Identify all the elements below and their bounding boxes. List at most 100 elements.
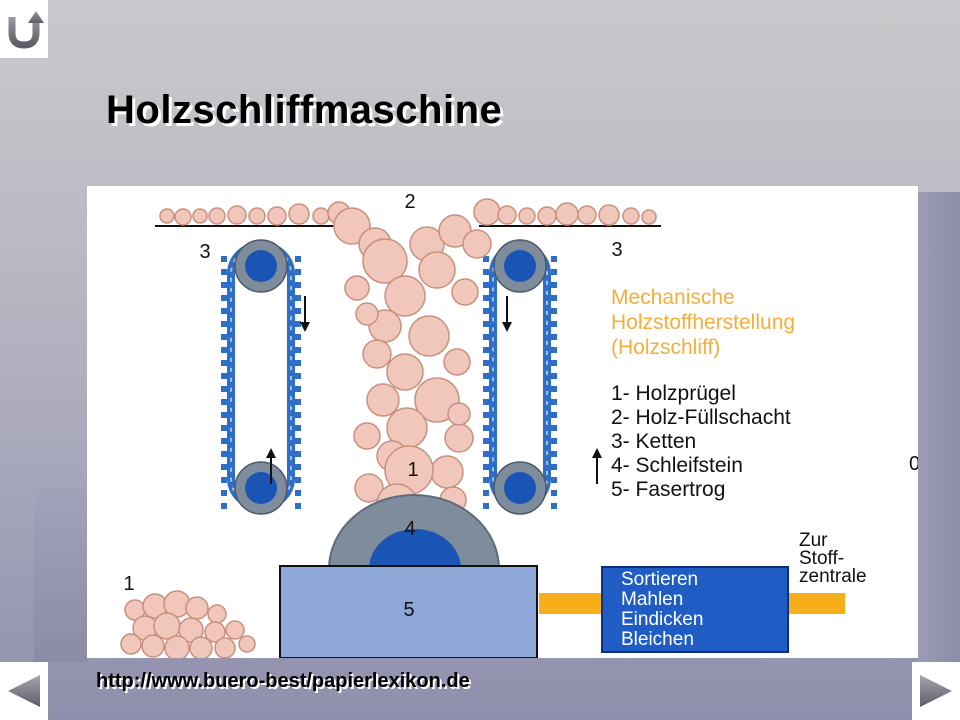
log-piece	[344, 275, 370, 301]
chain-tooth	[295, 425, 301, 431]
chain-tooth	[483, 321, 489, 327]
chain-tooth	[295, 347, 301, 353]
fiber-trough	[279, 565, 538, 658]
log-piece	[354, 473, 384, 503]
chain-tooth	[221, 412, 227, 418]
chain-tooth	[551, 360, 557, 366]
log-piece	[622, 207, 640, 225]
chain-tooth	[551, 451, 557, 457]
return-button[interactable]	[0, 0, 48, 58]
diagram-heading-line-1: Mechanische	[611, 286, 735, 309]
log-pile-piece	[238, 635, 256, 653]
log-pile-piece	[120, 633, 142, 655]
chain-tooth	[551, 399, 557, 405]
chain-tooth	[221, 334, 227, 340]
chain-tooth	[551, 490, 557, 496]
chain-tooth	[483, 438, 489, 444]
chain-tooth	[483, 347, 489, 353]
chain-tooth	[295, 360, 301, 366]
destination-line-3: zentrale	[799, 566, 867, 587]
log-piece	[444, 423, 474, 453]
log-piece	[430, 455, 464, 489]
sprocket-core	[504, 472, 536, 504]
chain-tooth	[221, 282, 227, 288]
previous-slide-button[interactable]	[0, 662, 48, 720]
chain-tooth	[483, 490, 489, 496]
chain-tooth	[221, 373, 227, 379]
triangle-left-icon	[8, 675, 40, 707]
chain-tooth	[483, 425, 489, 431]
chain-tooth	[551, 269, 557, 275]
chain-tooth	[295, 464, 301, 470]
chain-tooth	[221, 269, 227, 275]
chain-tooth	[551, 412, 557, 418]
log-pile-piece	[185, 596, 209, 620]
chain-tooth	[221, 399, 227, 405]
chain-tooth	[295, 308, 301, 314]
legend-item-2: 2- Holz-Füllschacht	[611, 406, 791, 429]
log-pile-piece	[207, 604, 227, 624]
process-line-1: Sortieren	[621, 569, 698, 590]
label-cut-off: 0	[909, 453, 918, 475]
sprocket-core	[245, 250, 277, 282]
log-piece	[355, 302, 379, 326]
log-piece	[451, 278, 479, 306]
chain-tooth	[295, 503, 301, 509]
chain-tooth	[483, 386, 489, 392]
sprocket-core	[504, 250, 536, 282]
log-piece	[353, 422, 381, 450]
log-piece	[174, 208, 192, 226]
chain-tooth	[295, 399, 301, 405]
chain-tooth	[483, 399, 489, 405]
log-piece	[418, 251, 456, 289]
legend-item-5: 5- Fasertrog	[611, 478, 725, 501]
log-piece	[288, 203, 310, 225]
chain-tooth	[221, 451, 227, 457]
chain-tooth	[551, 386, 557, 392]
chain-tooth	[483, 477, 489, 483]
diagram-heading-line-2: Holzstoffherstellung	[611, 311, 795, 334]
log-pile-piece	[189, 636, 213, 658]
destination-line-2: Stoff-	[799, 548, 844, 569]
chain-tooth	[295, 295, 301, 301]
chain-tooth	[295, 438, 301, 444]
chain-tooth	[221, 490, 227, 496]
chain-tooth	[551, 347, 557, 353]
log-piece	[159, 208, 175, 224]
triangle-right-icon	[920, 675, 952, 707]
chain-tooth	[551, 334, 557, 340]
process-line-3: Eindicken	[621, 609, 703, 630]
chain-tooth	[221, 308, 227, 314]
log-piece	[248, 207, 266, 225]
chain-tooth	[221, 438, 227, 444]
log-piece	[518, 207, 536, 225]
chain-tooth	[483, 256, 489, 262]
log-piece	[462, 229, 492, 259]
chain-tooth	[221, 464, 227, 470]
slide-title: Holzschliffmaschine	[106, 88, 503, 132]
log-piece	[641, 209, 657, 225]
legend-item-1: 1- Holzprügel	[611, 382, 736, 405]
chain-tooth	[551, 477, 557, 483]
process-line-2: Mahlen	[621, 589, 683, 610]
chain-tooth	[483, 464, 489, 470]
label-chain-left: 3	[199, 241, 210, 263]
pipe-right	[789, 593, 845, 614]
next-slide-button[interactable]	[912, 662, 960, 720]
chain-tooth	[221, 295, 227, 301]
process-line-4: Bleichen	[621, 629, 694, 650]
machine-diagram: 5 Sortieren Mahlen Eindicken Bleichen Zu…	[87, 186, 918, 658]
label-fill-shaft: 2	[404, 191, 415, 213]
chain-tooth	[221, 386, 227, 392]
label-log: 1	[407, 459, 418, 481]
diagram-heading-line-3: (Holzschliff)	[611, 336, 720, 359]
background-panel-left	[34, 486, 88, 662]
log-piece	[366, 383, 400, 417]
log-pile-piece	[214, 637, 236, 658]
chain-tooth	[551, 503, 557, 509]
chain-tooth	[551, 373, 557, 379]
log-piece	[384, 275, 426, 317]
chain-tooth	[483, 282, 489, 288]
chain-tooth	[483, 503, 489, 509]
chain-tooth	[295, 386, 301, 392]
